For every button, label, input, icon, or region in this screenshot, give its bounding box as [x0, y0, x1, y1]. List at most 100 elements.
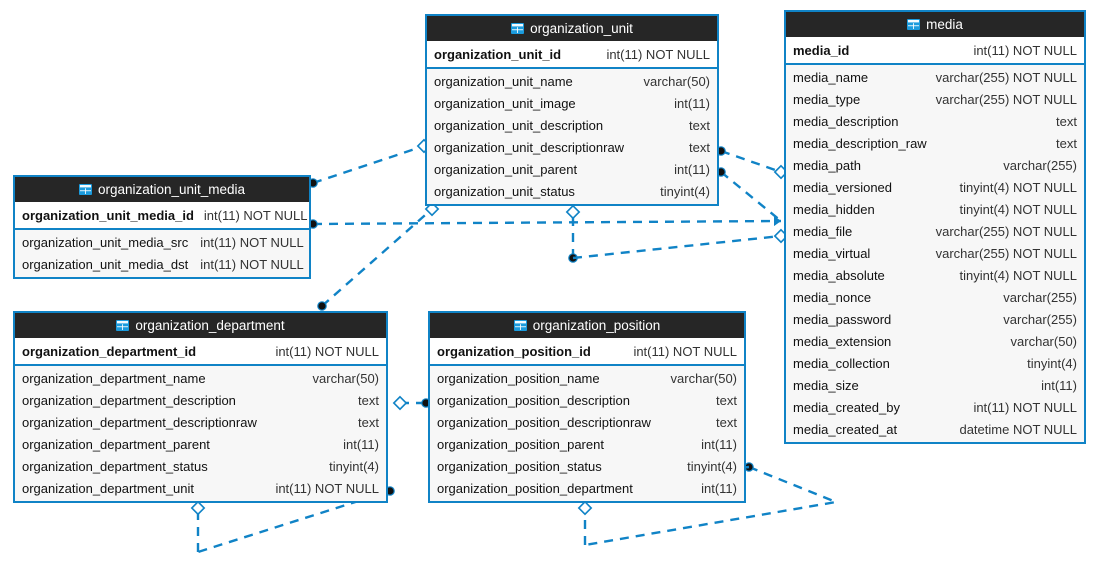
column-name: organization_unit_media_src: [22, 234, 189, 250]
entity-organization_position[interactable]: organization_position organization_positi…: [428, 311, 746, 503]
relationship-department-parent-self-ref[interactable]: [190, 500, 206, 552]
table-icon: [907, 19, 921, 30]
column-type: text: [1056, 135, 1077, 151]
column-type: text: [1056, 113, 1077, 129]
entity-header-media[interactable]: media: [786, 12, 1084, 37]
field-row[interactable]: organization_unit_image int(11): [427, 92, 717, 114]
column-type: tinyint(4): [329, 458, 379, 474]
column-type: tinyint(4): [1027, 355, 1077, 371]
relationship-target-marker: [190, 500, 206, 516]
column-name: organization_unit_media_dst: [22, 256, 189, 272]
relationship-department-to-position[interactable]: [392, 395, 431, 411]
column-name: organization_position_description: [437, 392, 630, 408]
column-type: varchar(50): [670, 370, 737, 386]
column-type: datetime NOT NULL: [959, 421, 1077, 437]
column-type: text: [358, 414, 379, 430]
column-name: organization_unit_image: [434, 95, 576, 111]
entity-header-organization_unit_media[interactable]: organization_unit_media: [15, 177, 309, 202]
column-name: media_file: [793, 223, 853, 239]
field-row[interactable]: media_description text: [786, 110, 1084, 132]
relationship-line: [312, 219, 782, 226]
table-icon: [116, 320, 130, 331]
relationship-department-unit-to-unit[interactable]: [317, 201, 440, 311]
relationship-source-marker: [568, 253, 578, 263]
table-icon: [78, 184, 92, 195]
relationship-unit-image-to-media[interactable]: [716, 167, 782, 226]
column-name: media_name: [793, 69, 869, 85]
relationship-unit-bottom-to-media[interactable]: [572, 228, 789, 260]
field-row[interactable]: organization_department_descriptionraw te…: [15, 411, 386, 433]
column-name: organization_unit_name: [434, 73, 573, 89]
column-type: tinyint(4) NOT NULL: [959, 201, 1077, 217]
column-type: varchar(255) NOT NULL: [935, 91, 1077, 107]
entity-header-organization_unit[interactable]: organization_unit: [427, 16, 717, 41]
column-name: organization_department_descriptionraw: [22, 414, 257, 430]
entity-title: organization_position: [532, 318, 661, 333]
column-name: organization_unit_parent: [434, 161, 578, 177]
entity-header-organization_department[interactable]: organization_department: [15, 313, 386, 338]
relationship-position-parent-self-ref[interactable]: [577, 500, 593, 545]
column-name: media_description: [793, 113, 899, 129]
column-type: tinyint(4) NOT NULL: [959, 179, 1077, 195]
relationship-unit-media-src-to-unit[interactable]: [308, 138, 432, 188]
column-type: tinyint(4) NOT NULL: [959, 267, 1077, 283]
relationship-unit-descriptionraw-to-media[interactable]: [716, 146, 789, 180]
column-name: media_id: [793, 42, 850, 58]
column-type: int(11) NOT NULL: [606, 46, 710, 62]
relationship-unit-media-dst-to-media[interactable]: [308, 216, 782, 229]
column-name: media_created_by: [793, 399, 900, 415]
column-type: int(11) NOT NULL: [275, 480, 379, 496]
relationship-line: [720, 149, 782, 174]
entity-header-organization_position[interactable]: organization_position: [430, 313, 744, 338]
column-type: int(11): [674, 95, 710, 111]
column-name: media_path: [793, 157, 861, 173]
relationship-unit-parent-self-ref[interactable]: [565, 204, 581, 263]
